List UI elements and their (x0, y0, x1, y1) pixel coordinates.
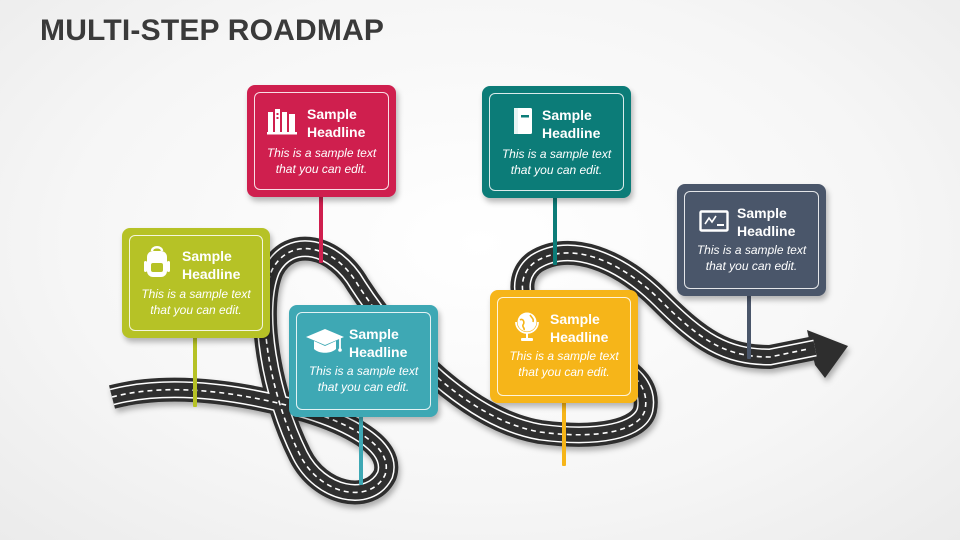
step2-pole (319, 195, 323, 263)
step2-text-line1: This is a sample text (266, 146, 377, 160)
step1-pole (193, 335, 197, 407)
step6-pole (747, 293, 751, 359)
step1-text-line2: that you can edit. (150, 303, 242, 317)
step2-text-line2: that you can edit. (275, 162, 368, 176)
step6-headline-line1: Sample (737, 205, 787, 221)
step4-headline-line2: Headline (542, 125, 601, 141)
step6-text-line1: This is a sample text (696, 243, 807, 257)
step3-text-line1: This is a sample text (308, 364, 419, 378)
step3-text-line2: that you can edit. (317, 380, 410, 394)
step1-text-line1: This is a sample text (141, 287, 251, 301)
step4-headline-line1: Sample (542, 107, 592, 123)
backpack-icon (144, 246, 170, 277)
road-center-line (111, 247, 809, 494)
step3-pole (359, 413, 363, 485)
step3-headline-line1: Sample (349, 326, 399, 342)
step-card-6: Sample Headline This is a sample text th… (677, 184, 826, 296)
step4-text-line1: This is a sample text (501, 147, 612, 161)
chalkboard-icon (699, 210, 729, 232)
step-card-1: Sample Headline This is a sample text th… (122, 228, 270, 338)
step4-text-line2: that you can edit. (510, 163, 603, 177)
step-card-3: Sample Headline This is a sample text th… (289, 305, 438, 417)
globe-icon (515, 312, 539, 341)
step5-text-line2: that you can edit. (518, 365, 610, 379)
step4-pole (553, 195, 557, 265)
step5-headline-line2: Headline (550, 329, 609, 345)
notebook-icon (514, 108, 532, 134)
step1-headline-line2: Headline (182, 266, 241, 282)
step-card-4: Sample Headline This is a sample text th… (482, 86, 631, 198)
step2-headline-line2: Headline (307, 124, 366, 140)
graduation-cap-icon (306, 329, 344, 353)
step6-headline-line2: Headline (737, 223, 796, 239)
step5-text-line1: This is a sample text (509, 349, 619, 363)
step5-headline-line1: Sample (550, 311, 600, 327)
step5-pole (562, 400, 566, 466)
step6-text-line2: that you can edit. (705, 259, 798, 273)
step1-headline-line1: Sample (182, 248, 232, 264)
page-title: MULTI-STEP ROADMAP (40, 14, 385, 47)
step3-headline-line2: Headline (349, 344, 408, 360)
step-card-2: Sample Headline This is a sample text th… (247, 85, 396, 197)
step2-headline-line1: Sample (307, 106, 357, 122)
step-card-5: Sample Headline This is a sample text th… (490, 290, 638, 403)
books-icon (267, 109, 297, 135)
road-arrowhead (807, 330, 848, 378)
